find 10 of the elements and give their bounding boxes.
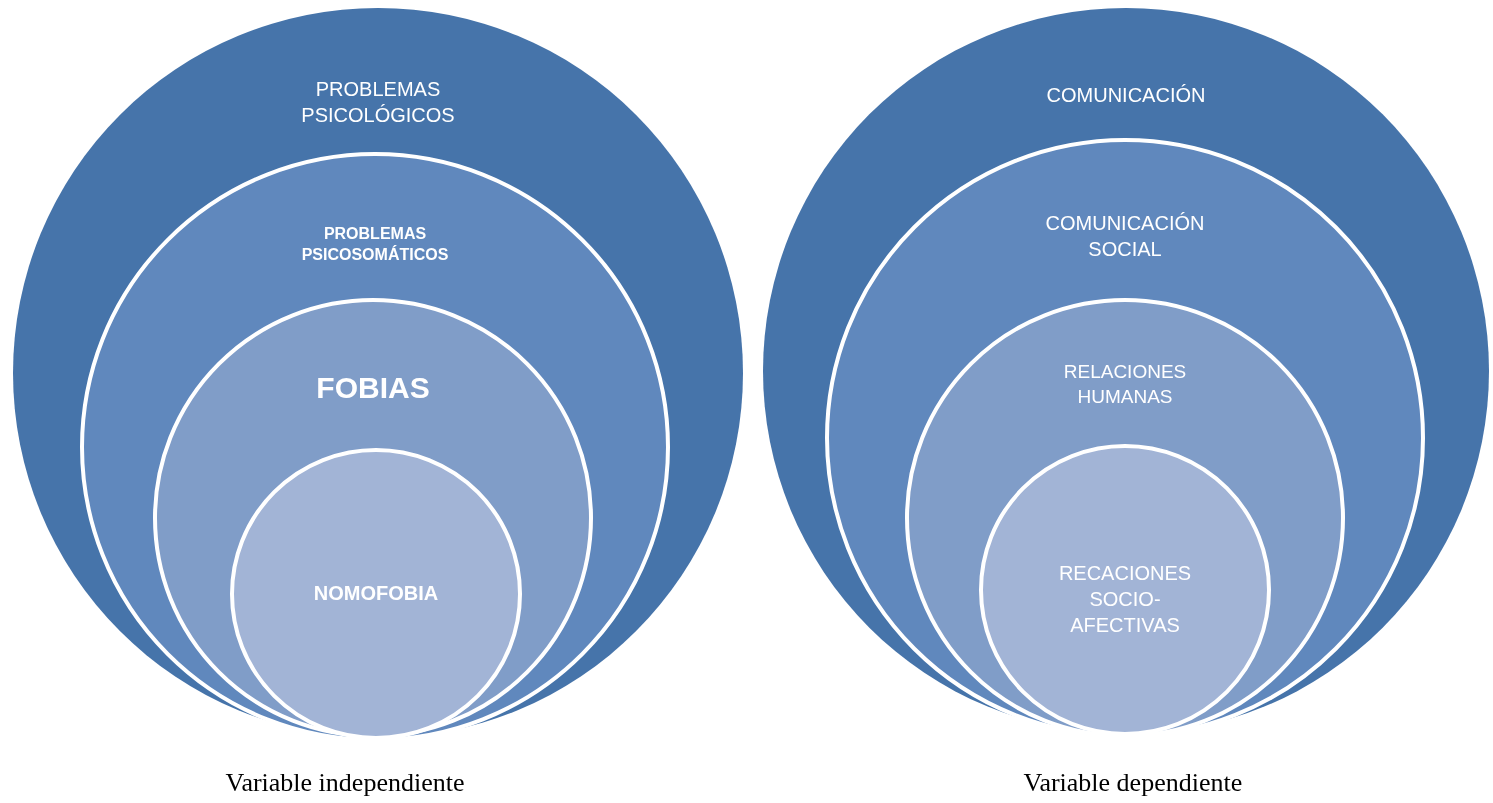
caption: Variable dependiente [1023, 768, 1243, 798]
circle-label: RECACIONES SOCIO-AFECTIVAS [1057, 561, 1193, 638]
circle-label: PROBLEMAS PSICOLÓGICOS [300, 77, 456, 128]
caption: Variable independiente [225, 768, 465, 798]
circle-label: NOMOFOBIA [312, 581, 440, 606]
circle-label: COMUNICACIÓN [1045, 83, 1207, 108]
circle-label: PROBLEMAS PSICOSOMÁTICOS [300, 224, 450, 265]
circle-label: COMUNICACIÓN SOCIAL [1044, 211, 1206, 262]
circle-label: FOBIAS [315, 370, 431, 406]
circle-label: RELACIONES HUMANAS [1062, 360, 1188, 409]
